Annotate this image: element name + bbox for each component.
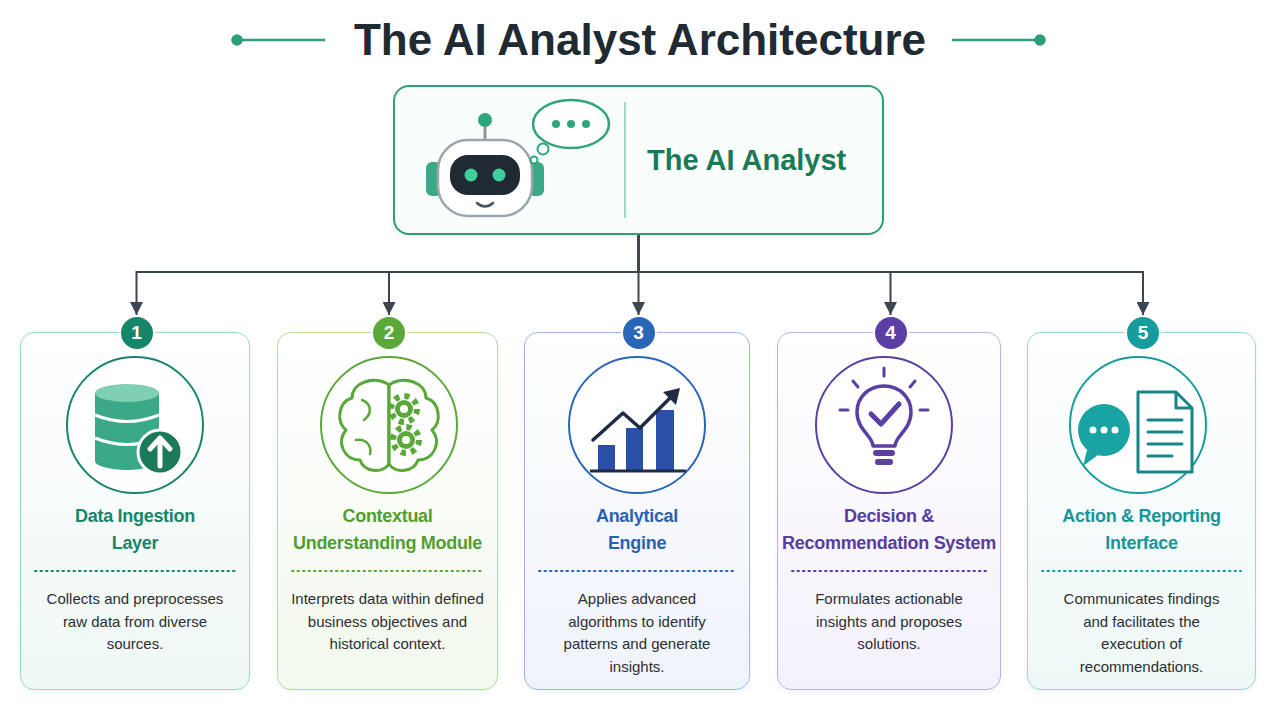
step-card: Analytical EngineApplies advanced algori… [524, 332, 750, 690]
dotted-separator [792, 570, 986, 572]
step-number: 1 [119, 315, 155, 351]
card-title: Data Ingestion Layer [60, 503, 210, 557]
step-number-text: 1 [121, 317, 153, 349]
step-number: 5 [1125, 315, 1161, 351]
connector-arrow [137, 235, 639, 315]
connector-arrow [389, 235, 639, 315]
card-description: Collects and preprocesses raw data from … [41, 588, 229, 656]
step-card: Data Ingestion LayerCollects and preproc… [20, 332, 250, 690]
step-number: 3 [621, 315, 657, 351]
dotted-separator [35, 570, 235, 572]
lightbulb-icon [816, 357, 952, 493]
connector-arrow [638, 235, 640, 315]
connector-arrow [639, 235, 891, 315]
card-title: Contextual Understanding Module [285, 503, 490, 557]
diagram-title: The AI Analyst Architecture [0, 8, 1280, 72]
card-description: Formulates actionable insights and propo… [800, 588, 978, 656]
connector-arrow [639, 235, 1144, 315]
step-number-text: 4 [875, 317, 907, 349]
robot-icon [426, 113, 544, 216]
card-title: Action & Reporting Interface [1046, 503, 1238, 557]
database-icon [67, 357, 203, 493]
report-icon [1070, 357, 1206, 493]
card-description: Communicates findings and facilitates th… [1056, 588, 1228, 678]
node-title: The AI Analyst [647, 142, 877, 178]
thought-bubble [531, 100, 610, 164]
card-title: Decision & Recommendation System [780, 503, 998, 557]
step-number: 2 [371, 315, 407, 351]
step-card: Action & Reporting InterfaceCommunicates… [1027, 332, 1256, 690]
chart-icon [569, 357, 705, 493]
card-title: Analytical Engine [577, 503, 697, 557]
step-number-text: 3 [623, 317, 655, 349]
dotted-separator [292, 570, 483, 572]
step-card: Decision & Recommendation SystemFormulat… [777, 332, 1001, 690]
step-card: Contextual Understanding ModuleInterpret… [277, 332, 498, 690]
step-number: 4 [873, 315, 909, 351]
card-description: Applies advanced algorithms to identify … [553, 588, 721, 678]
step-number-text: 2 [373, 317, 405, 349]
brain-icon [321, 357, 457, 493]
divider-line [624, 102, 626, 218]
main-node: The AI Analyst [393, 85, 884, 235]
dotted-separator [1042, 570, 1241, 572]
title-ornament [233, 36, 1045, 45]
step-number-text: 5 [1127, 317, 1159, 349]
dotted-separator [539, 570, 735, 572]
card-description: Interprets data within defined business … [288, 588, 488, 656]
